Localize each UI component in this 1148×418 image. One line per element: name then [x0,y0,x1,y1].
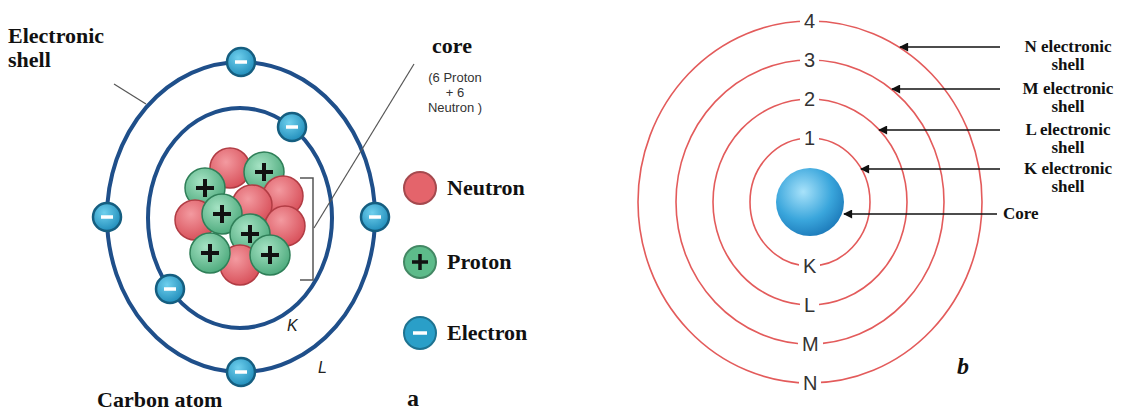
electron [93,203,121,231]
shell-letter: K [287,318,298,334]
shell-letter: N [799,373,821,393]
callout-arrow [844,213,997,214]
legend-entry: Electron [402,315,527,351]
electrons [93,48,389,386]
nucleus [175,148,305,285]
callout-label: N electronic shell [1013,38,1123,74]
shell-letter: M [798,334,823,354]
shell-letter: L [800,295,819,315]
callout-arrows [844,47,1000,214]
proton [250,235,290,275]
shell-number: 3 [800,50,819,70]
leader-line [314,64,414,228]
shell-label: Electronic shell [8,24,148,72]
callout-label: M electronic shell [1013,80,1123,116]
plus-sign [412,254,428,270]
electron [227,358,255,386]
leader-line [114,84,146,104]
callout-arrow [892,88,1000,89]
legend-label: Neutron [447,176,525,200]
legend-swatch [404,172,436,204]
legend-swatch [404,246,436,278]
shell-number: 2 [800,89,819,109]
panel-letter: a [407,386,419,410]
callout-label: Core [1003,205,1039,223]
panel-letter: b [957,354,969,378]
proton [190,233,230,273]
shell-rings [638,21,982,383]
electron [227,48,255,76]
electron [278,113,306,141]
callout-arrow [879,129,1000,130]
core-label: core [432,34,472,58]
electron [361,203,389,231]
legend-swatch-figure [402,315,438,351]
shell-ring [713,99,907,305]
figure-caption: Carbon atom [97,388,222,412]
shell-ring [638,21,982,383]
core-composition: (6 Proton + 6 Neutron ) [424,71,486,116]
legend-label: Proton [447,250,511,274]
callout-arrow [900,46,1000,47]
shell-ring [676,60,944,344]
inner-shell [148,108,332,328]
legend-swatch [404,317,436,349]
shell-ring [750,138,870,266]
legend-entry: Proton [402,244,511,280]
core-sphere [776,168,844,236]
shell-number: 4 [800,11,819,31]
core-bracket [300,178,313,280]
outer-shell [107,62,375,372]
electron [156,275,184,303]
legend-swatch-figure [402,170,438,206]
minus-sign [413,331,427,335]
shell-number: 1 [800,128,819,148]
callout-arrow [861,168,1000,169]
legend-entry: Neutron [402,170,525,206]
shell-letter: L [318,360,327,376]
callout-label: L electronic shell [1013,121,1123,157]
shell-letter: K [799,256,820,276]
callout-label: K electronic shell [1013,160,1123,196]
legend-swatch-figure [402,244,438,280]
legend-label: Electron [447,321,527,345]
